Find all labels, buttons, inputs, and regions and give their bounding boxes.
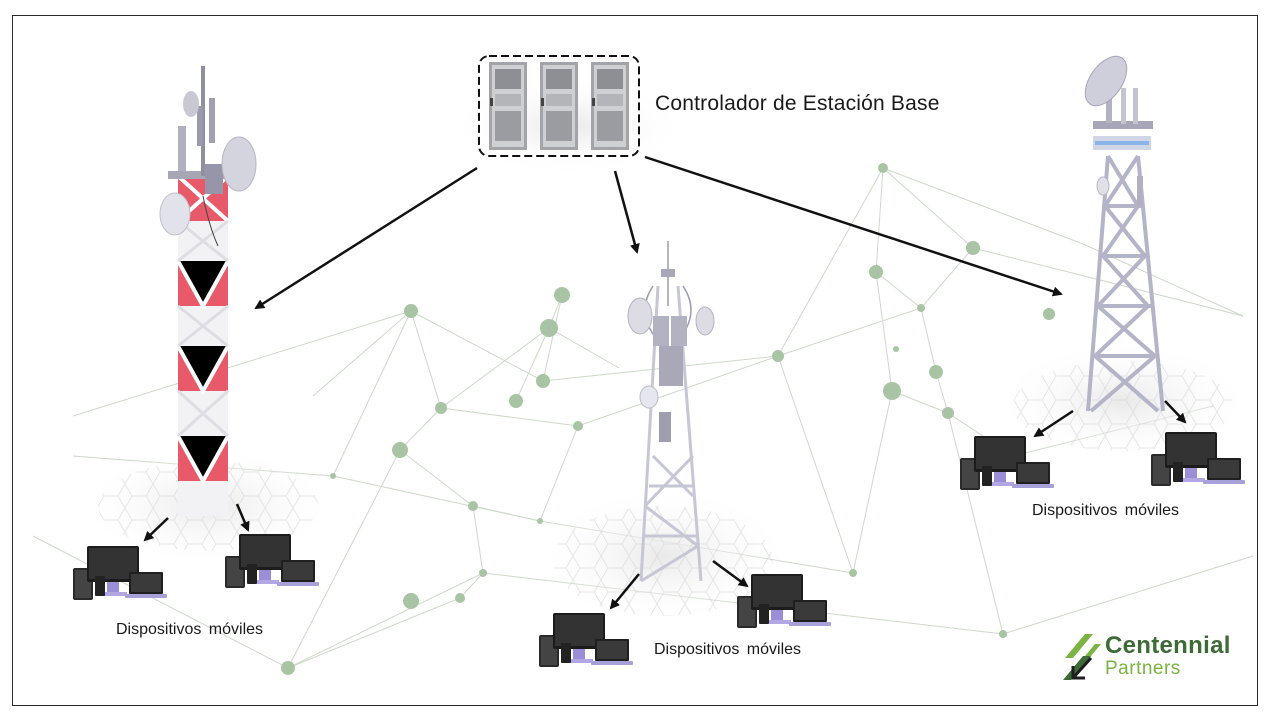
arrow-to-middle-tower [613, 170, 640, 254]
logo-wordmark-primary: Centennial [1105, 632, 1231, 659]
arrow-to-right-tower [644, 155, 1063, 297]
middle-tower [627, 241, 715, 583]
device-cluster-mid-2 [737, 574, 831, 628]
devices-label-right: Dispositivos móviles [1032, 502, 1180, 519]
controller-arrows [254, 155, 1063, 310]
logo-mark-icon [1063, 634, 1101, 680]
devices-label-middle: Dispositivos móviles [654, 641, 802, 658]
base-station-controller [478, 55, 640, 157]
logo-wordmark-secondary: Partners [1105, 658, 1181, 679]
centennial-partners-logo: Centennial Partners [1061, 628, 1251, 688]
cabinet [540, 62, 578, 150]
controller-label: Controlador de Estación Base [655, 92, 940, 115]
arrow-to-left-tower [254, 166, 478, 310]
right-tower [1084, 55, 1165, 413]
cabinet [489, 62, 527, 150]
diagram-frame: Controlador de Estación Base Dispositivo… [12, 15, 1258, 706]
cabinet [591, 62, 629, 150]
network-diagram [32, 55, 1254, 675]
device-cluster-right-2 [1151, 432, 1245, 486]
device-arrows [143, 400, 1187, 610]
left-tower [159, 66, 257, 516]
devices-label-left: Dispositivos móviles [116, 621, 264, 638]
network-nodes [281, 163, 1055, 675]
